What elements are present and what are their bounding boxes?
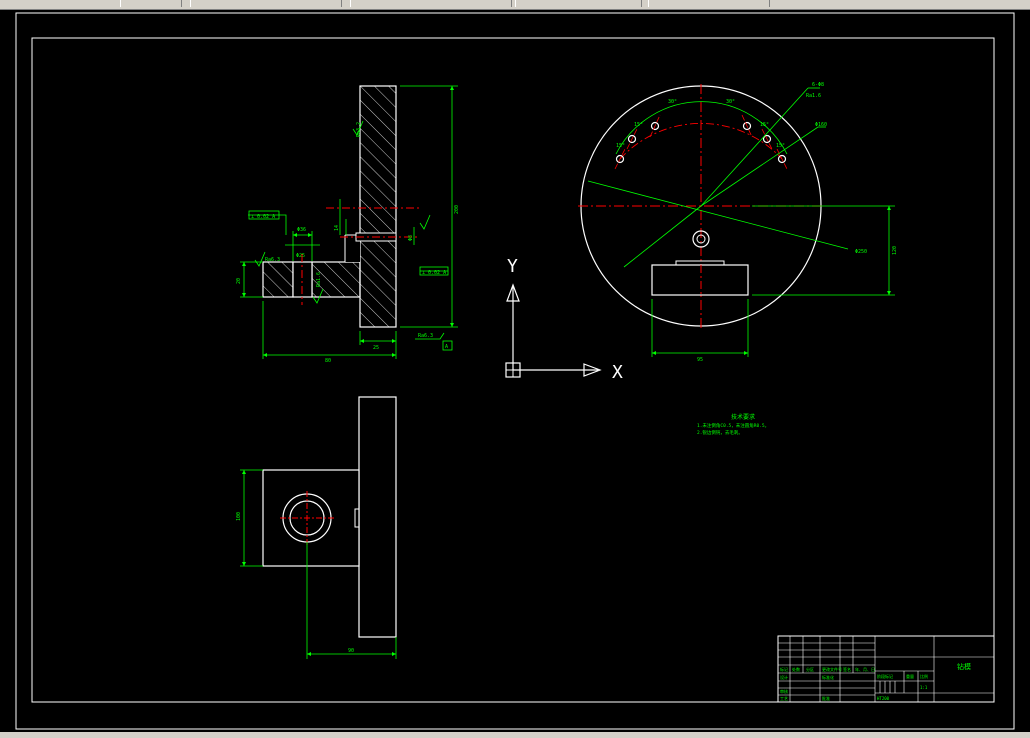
dim-angle-1: 15° <box>616 143 625 149</box>
tb-label-design: 设计 <box>780 674 788 680</box>
dim-boss: Φ25 <box>296 253 305 259</box>
tb-part-name: 钻模 <box>957 662 971 671</box>
dim-hole-ra: Ra1.6 <box>806 93 821 99</box>
plan-plate <box>358 396 397 638</box>
title-block: 标记 处数 分区 更改文件号 签名 年、月、日 设计 标准化 审核 工艺 批准 … <box>777 635 995 703</box>
toolbar-dropdown[interactable] <box>350 0 512 7</box>
roughness-2: Ra6.3 <box>265 257 280 263</box>
tb-scale-value: 1:1 <box>920 685 928 690</box>
dim-flange-height: 20 <box>236 278 242 284</box>
plan-view[interactable]: 100 90 <box>236 396 397 659</box>
tb-label-change: 更改文件号 <box>822 666 842 672</box>
application-toolbar <box>0 0 1030 10</box>
toolbar-dropdown[interactable] <box>190 0 342 7</box>
status-bar <box>0 732 1030 738</box>
dim-front-height: 200 <box>454 205 460 214</box>
tb-material: HT200 <box>877 696 890 701</box>
sheet-inner-frame <box>31 37 995 703</box>
front-section-view[interactable]: 200 80 25 20 Φ36 Φ25 14 Φ8 ⊥ 0.02 A ⊥ 0.… <box>236 85 460 364</box>
dim-hole-pcd: Φ160 <box>815 122 827 128</box>
drawing-canvas[interactable]: 200 80 25 20 Φ36 Φ25 14 Φ8 ⊥ 0.02 A ⊥ 0.… <box>0 9 1030 732</box>
ucs-y-label: Y <box>507 256 518 277</box>
dim-front-width: 80 <box>325 358 331 364</box>
notes-line-2: 2.锐边倒钝，去毛刺。 <box>697 429 743 436</box>
dim-plan-width: 90 <box>348 648 354 654</box>
hole-6 <box>777 154 787 164</box>
flange-left-section <box>262 261 294 298</box>
dim-angle-2: 15° <box>634 122 643 128</box>
tb-label-weight: 重量 <box>906 673 914 679</box>
tb-label-approve: 批准 <box>822 695 830 701</box>
datum-a: A <box>445 344 448 350</box>
tb-label-stage: 阶段标记 <box>877 673 893 679</box>
dim-angle-5: 15° <box>760 122 769 128</box>
hole-2 <box>627 134 637 144</box>
roughness-1: Ra3.2 <box>356 122 362 137</box>
ucs-icon: Y X <box>505 256 623 383</box>
hole-3 <box>650 121 660 131</box>
tb-label-scale: 比例 <box>920 673 928 679</box>
tb-label-sign: 签名 <box>843 666 851 672</box>
tb-label-mark: 标记 <box>780 666 788 672</box>
dim-plan-height: 100 <box>236 512 242 521</box>
plate-section <box>359 85 397 328</box>
roughness-3: Ra1.6 <box>316 272 322 287</box>
sheet-outer-border <box>15 12 1015 730</box>
tb-label-zone: 分区 <box>806 666 814 672</box>
dim-block-width: 95 <box>697 357 703 363</box>
dim-angle-3: 30° <box>668 99 677 105</box>
dim-circle-dia: Φ250 <box>855 249 867 255</box>
dim-angle-4: 30° <box>726 99 735 105</box>
roughness-4: Ra6.3 <box>418 333 433 339</box>
notes-line-1: 1.未注倒角C0.5，未注圆角R0.5。 <box>697 422 769 429</box>
toolbar-button[interactable] <box>120 0 182 7</box>
block-outline <box>651 264 749 296</box>
dim-hole: Φ8 <box>408 235 414 241</box>
toolbar-dropdown[interactable] <box>515 0 642 7</box>
hole-1 <box>615 154 625 164</box>
dim-circle-height: 120 <box>892 246 898 255</box>
dim-bore: Φ36 <box>297 227 306 233</box>
gdt-perpendicularity: ⊥ 0.02 A <box>251 214 275 220</box>
ucs-x-label: X <box>612 362 623 383</box>
plan-flange <box>262 469 360 567</box>
tb-label-review: 审核 <box>780 688 788 694</box>
tb-label-process: 工艺 <box>780 696 788 701</box>
dim-front-plate: 25 <box>373 345 379 351</box>
hole-4 <box>742 121 752 131</box>
hole-5 <box>762 134 772 144</box>
dim-slot: 14 <box>334 225 340 231</box>
circular-top-view[interactable]: 6-Φ8 Ra1.6 Φ160 Φ250 120 95 15° 15° 30° … <box>578 82 898 363</box>
tb-label-std: 标准化 <box>822 674 834 680</box>
center-hole <box>692 230 710 248</box>
gdt-perpendicularity-2: ⊥ 0.02 A <box>422 270 446 276</box>
tb-label-date: 年、月、日 <box>855 666 875 672</box>
technical-notes: 技术要求 1.未注倒角C0.5，未注圆角R0.5。 2.锐边倒钝，去毛刺。 <box>697 413 769 436</box>
dim-hole-dia: 6-Φ8 <box>812 82 824 88</box>
notes-title: 技术要求 <box>731 413 755 421</box>
tb-label-count: 处数 <box>792 666 800 672</box>
dim-angle-6: 15° <box>776 143 785 149</box>
toolbar-dropdown[interactable] <box>648 0 770 7</box>
